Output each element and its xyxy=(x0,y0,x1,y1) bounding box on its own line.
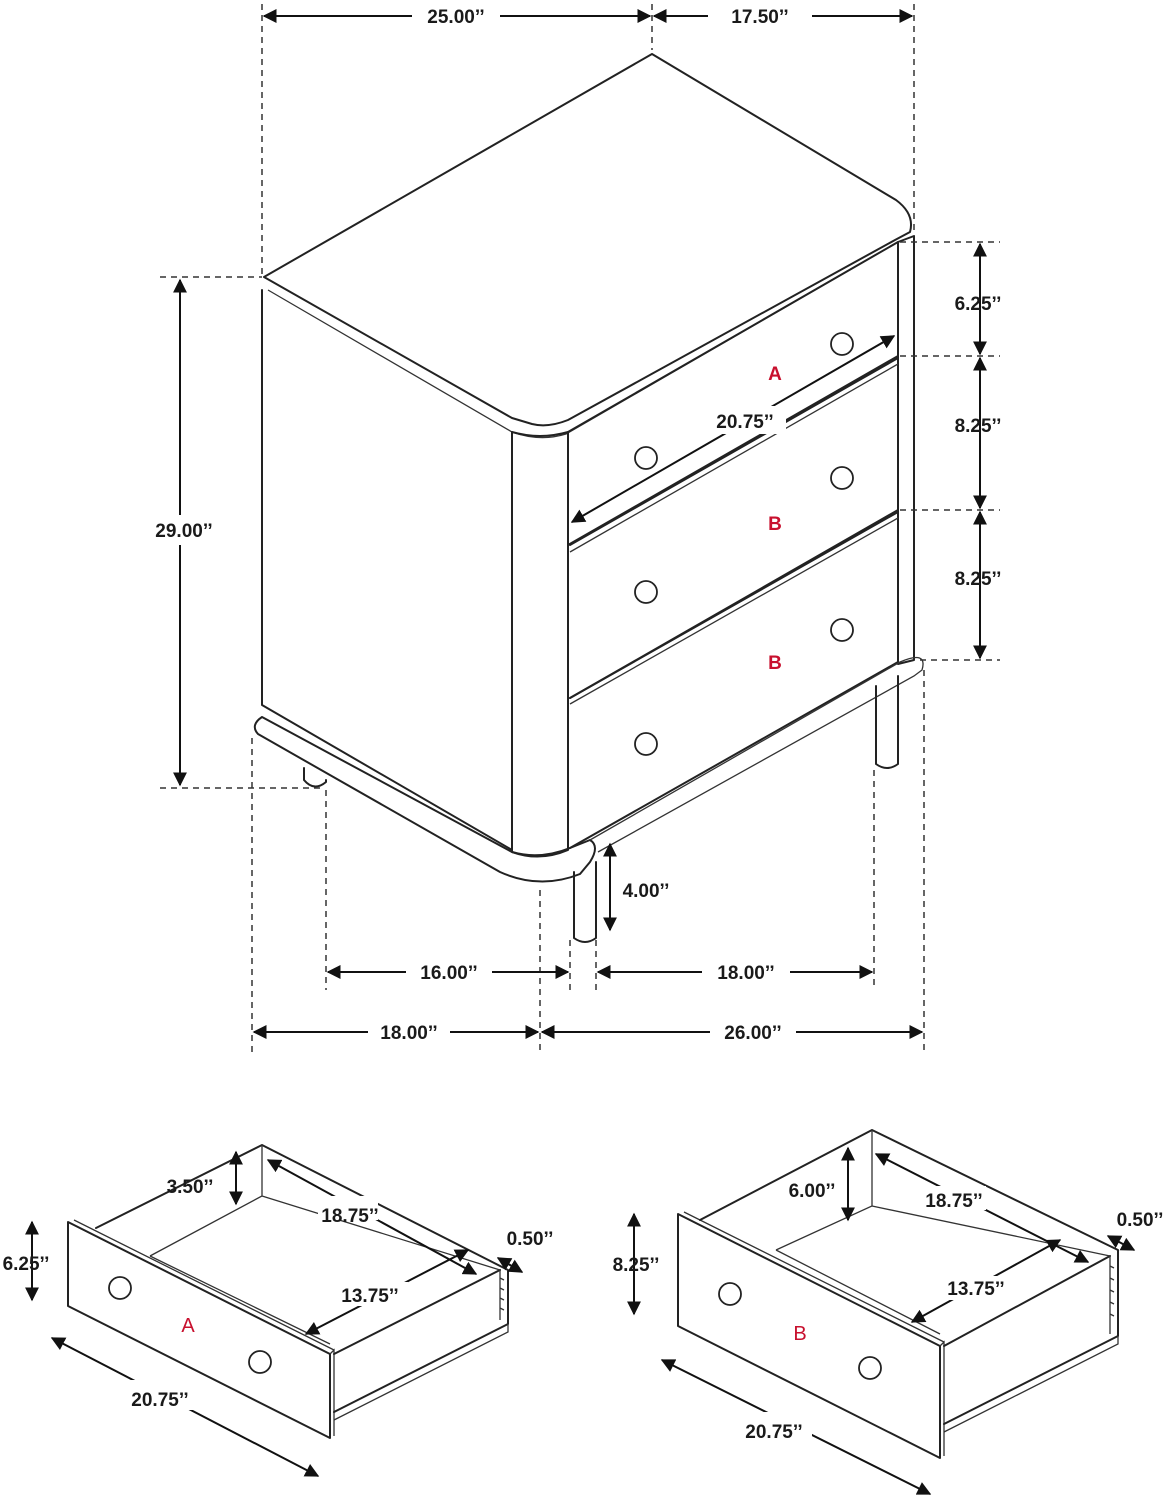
drawer-top-height-label: 6.25’’ xyxy=(955,294,1002,315)
drawer-b-view: 8.25’’ 6.00’’ 18.75’’ 13.75’’ 0.50’’ 20.… xyxy=(613,1129,1164,1495)
drawer-a-view: 6.25’’ 3.50’’ 18.75’’ 13.75’’ 0.50’’ 20.… xyxy=(3,1144,554,1477)
leg-front-right xyxy=(875,675,899,769)
knob-icon xyxy=(634,580,658,604)
drawer-a-dovetail xyxy=(499,1270,505,1320)
drawer-a-inner-height-label: 3.50’’ xyxy=(167,1177,214,1198)
knob-icon xyxy=(108,1276,132,1300)
drawer-b-inner-width-label: 13.75’’ xyxy=(947,1279,1004,1300)
drawer-b-wall-label: 0.50’’ xyxy=(1117,1210,1164,1231)
leg-back-left xyxy=(303,767,327,788)
drawer-b-inner-height-label: 6.00’’ xyxy=(789,1181,836,1202)
cabinet-corner-post xyxy=(511,431,569,858)
leg-front-left xyxy=(573,861,597,943)
dimension-labels-main: 25.00’’ 17.50’’ 29.00’’ 6.25’’ 8.25’’ 8.… xyxy=(155,7,1001,1044)
drawer-a-front-width-label: 20.75’’ xyxy=(131,1390,188,1411)
total-height-label: 29.00’’ xyxy=(155,521,212,542)
knob-icon xyxy=(634,732,658,756)
drawer-label-middle: B xyxy=(768,514,782,535)
drawer-mid-height-label: 8.25’’ xyxy=(955,416,1002,437)
drawer-b-front-height-label: 8.25’’ xyxy=(613,1255,660,1276)
drawer-front-bottom xyxy=(569,511,899,849)
cabinet-top-edge xyxy=(267,241,899,439)
knob-icon xyxy=(634,446,658,470)
drawer-b-dovetail xyxy=(1109,1256,1115,1334)
drawer-a-inner-depth-label: 18.75’’ xyxy=(321,1206,378,1227)
leg-span-side-label: 16.00’’ xyxy=(420,963,477,984)
cabinet-base-front xyxy=(589,656,924,853)
knob-icon xyxy=(830,332,854,356)
drawer-b-front xyxy=(677,1213,941,1459)
drawer-a-letter: A xyxy=(181,1315,195,1337)
drawer-b-front-edge xyxy=(683,1211,945,1456)
top-width-label: 25.00’’ xyxy=(427,7,484,28)
knob-icon xyxy=(248,1350,272,1374)
dimension-arrows-main xyxy=(173,9,987,1039)
extension-lines xyxy=(160,4,1000,1052)
drawer-width-label: 20.75’’ xyxy=(716,412,773,433)
knob-icon xyxy=(858,1356,882,1380)
drawer-b-inner-depth-label: 18.75’’ xyxy=(925,1191,982,1212)
cabinet-left-side xyxy=(261,289,513,851)
drawer-b-box xyxy=(699,1129,1119,1425)
base-front-label: 26.00’’ xyxy=(724,1023,781,1044)
drawer-b-letter: B xyxy=(793,1323,806,1345)
drawer-a-front-edge xyxy=(73,1219,335,1436)
cabinet-top xyxy=(263,53,912,427)
drawer-label-top: A xyxy=(768,364,782,385)
label-masks xyxy=(142,4,812,1044)
drawer-a-inner-width-label: 13.75’’ xyxy=(341,1286,398,1307)
knob-icon xyxy=(830,466,854,490)
leg-height-label: 4.00’’ xyxy=(623,881,670,902)
drawer-knobs xyxy=(634,332,854,756)
drawer-gap-bottom xyxy=(569,517,899,705)
drawer-a-front xyxy=(67,1221,331,1439)
drawer-b-front-width-label: 20.75’’ xyxy=(745,1422,802,1443)
top-depth-label: 17.50’’ xyxy=(731,7,788,28)
knob-icon xyxy=(718,1282,742,1306)
knob-icon xyxy=(830,618,854,642)
base-side-label: 18.00’’ xyxy=(380,1023,437,1044)
drawer-bottom-height-label: 8.25’’ xyxy=(955,569,1002,590)
cabinet-main-view xyxy=(253,53,924,943)
cabinet-base-plinth xyxy=(253,716,596,883)
drawer-label-bottom: B xyxy=(768,653,782,674)
drawer-a-front-height-label: 6.25’’ xyxy=(3,1254,50,1275)
leg-span-front-label: 18.00’’ xyxy=(717,963,774,984)
cabinet-right-post xyxy=(897,235,915,665)
drawer-a-wall-label: 0.50’’ xyxy=(507,1229,554,1250)
drawer-a-box xyxy=(95,1144,509,1413)
